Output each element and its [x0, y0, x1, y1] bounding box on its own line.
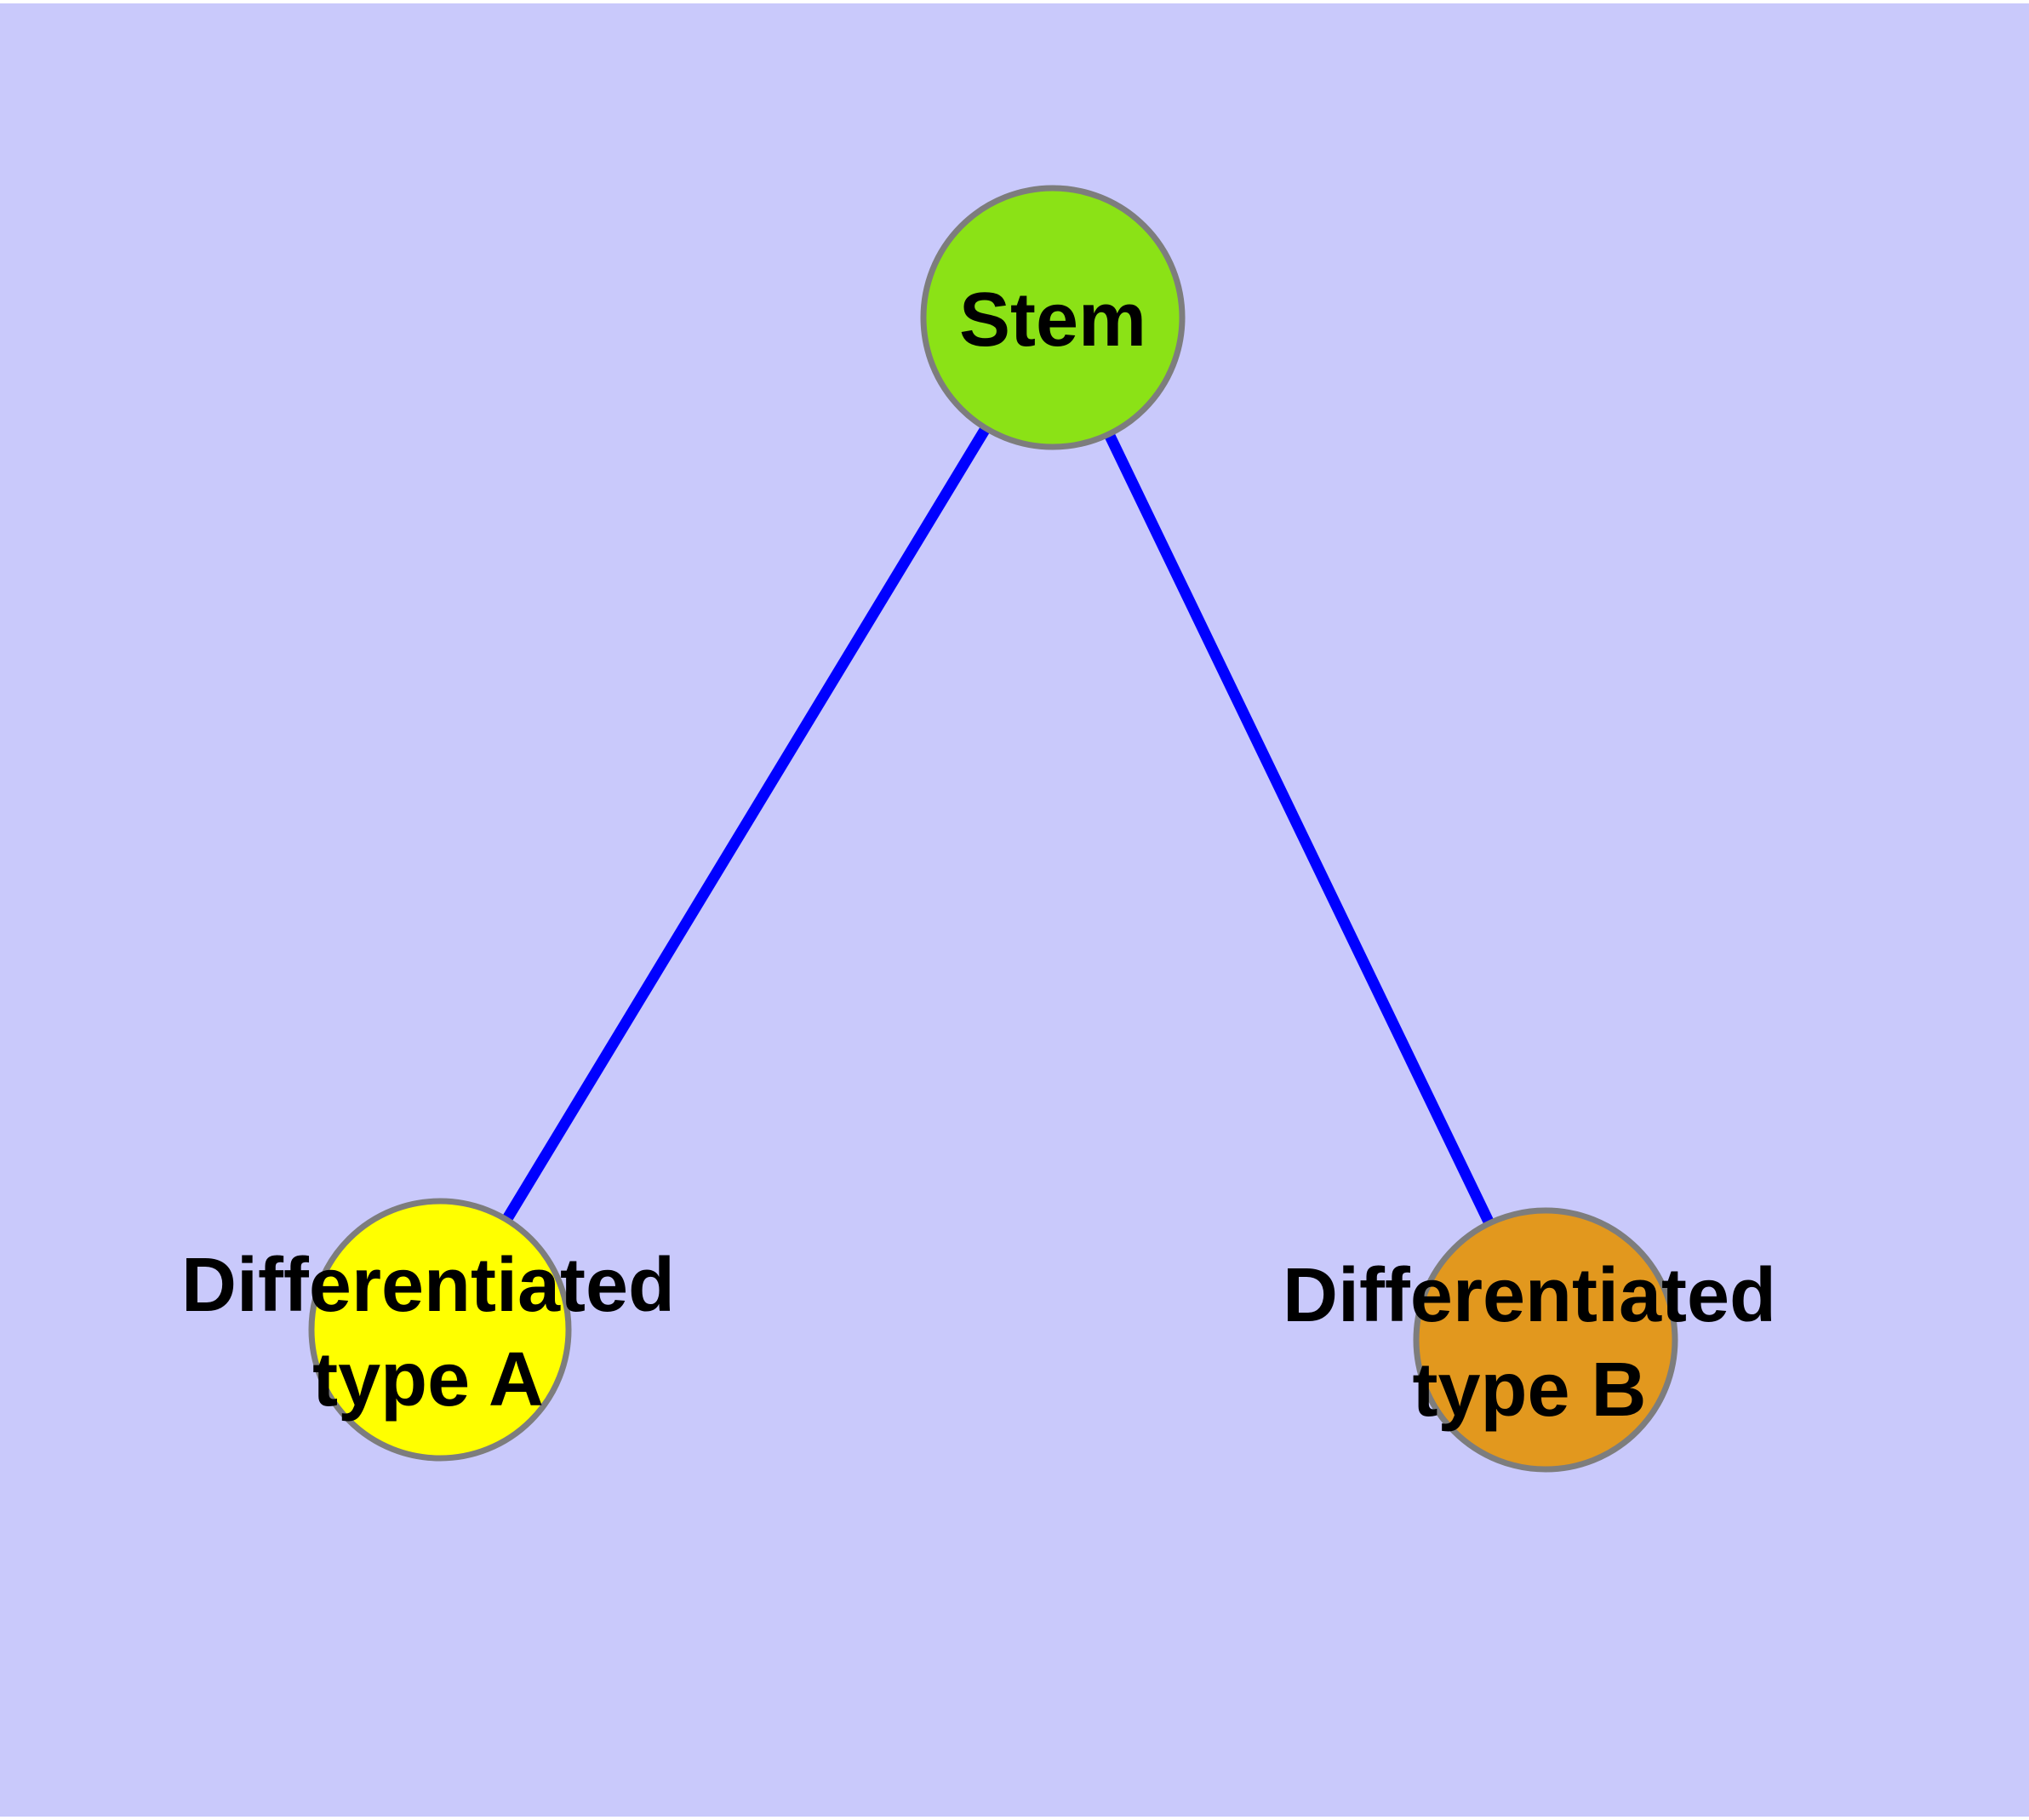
edge-stem-to-type-a	[435, 314, 1058, 1333]
node-stem-label: Stem	[959, 278, 1146, 363]
edge-stem-to-type-b	[1048, 315, 1551, 1342]
node-type-b-label-line2: type B	[1412, 1348, 1646, 1433]
node-type-a	[308, 1198, 572, 1462]
node-type-a-label-line1: Differentiated	[181, 1243, 675, 1328]
node-type-a-label-line2: type A	[312, 1337, 544, 1422]
node-type-b-label-line1: Differentiated	[1283, 1253, 1776, 1338]
node-type-b	[1413, 1207, 1678, 1473]
node-stem	[920, 185, 1186, 450]
